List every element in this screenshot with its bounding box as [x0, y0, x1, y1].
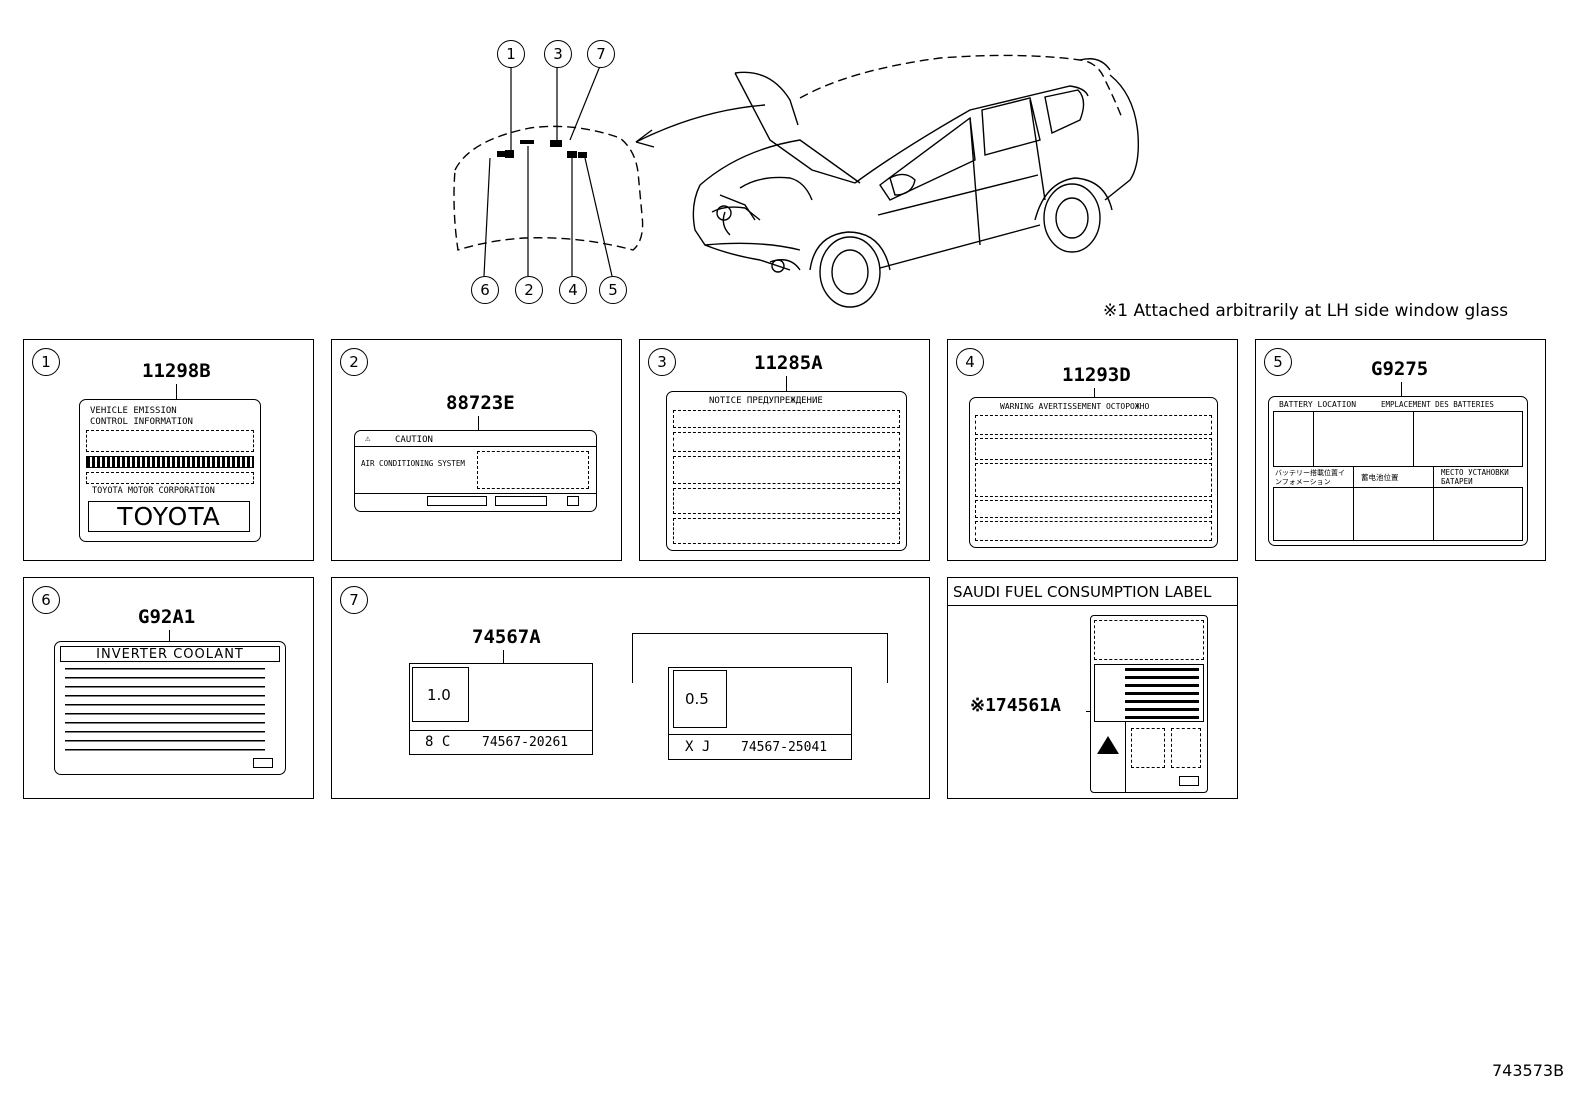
attachment-note: ※1 Attached arbitrarily at LH side windo…: [1103, 301, 1509, 321]
part-number: ※174561A: [970, 695, 1061, 716]
callout-4: 4: [559, 276, 587, 304]
panel-number: 3: [648, 348, 676, 376]
callout-3: 3: [544, 40, 572, 68]
battery-location-label: BATTERY LOCATION EMPLACEMENT DES BATTERI…: [1268, 396, 1528, 546]
panel-5: 5 G9275 BATTERY LOCATION EMPLACEMENT DES…: [1255, 339, 1546, 561]
panel-number: 6: [32, 586, 60, 614]
panel-number: 5: [1264, 348, 1292, 376]
part-number: 88723E: [446, 392, 515, 414]
label-line: TOYOTA MOTOR CORPORATION: [92, 486, 215, 496]
label-line: МЕСТО УСТАНОВКИ БАТАРЕИ: [1441, 468, 1509, 486]
panel-saudi-fuel: SAUDI FUEL CONSUMPTION LABEL ※174561A: [947, 577, 1238, 799]
warning-label: WARNING AVERTISSEMENT ОСТОРОЖНО: [969, 397, 1218, 548]
part-number: G92A1: [138, 606, 196, 628]
panel-number: 4: [956, 348, 984, 376]
illustration-id: 743573B: [1492, 1061, 1565, 1080]
variant-part-no: 74567-25041: [741, 740, 828, 755]
label-line: バッテリー搭載位置インフォメーション: [1275, 469, 1345, 486]
part-number: 11293D: [1062, 364, 1131, 386]
panel-6: 6 G92A1 INVERTER COOLANT: [23, 577, 314, 799]
label-variant-1: 1.0 8 C 74567-20261: [409, 663, 593, 755]
variant-part-no: 74567-20261: [482, 735, 569, 750]
panel-3: 3 11285A NOTICE ПРЕДУПРЕЖДЕНИЕ: [639, 339, 930, 561]
panel-7: 7 74567A 1.0 8 C 74567-20261 0.5 X J 745…: [331, 577, 930, 799]
callout-2: 2: [515, 276, 543, 304]
panel-4: 4 11293D WARNING AVERTISSEMENT ОСТОРОЖНО: [947, 339, 1238, 561]
callout-5: 5: [599, 276, 627, 304]
panel-number: 7: [340, 586, 368, 614]
label-variant-2: 0.5 X J 74567-25041: [668, 667, 852, 760]
label-line: EMPLACEMENT DES BATTERIES: [1381, 400, 1494, 409]
part-number: G9275: [1371, 358, 1429, 380]
label-line: VEHICLE EMISSION: [90, 406, 177, 416]
hood-outline: [453, 125, 644, 251]
variant-code: 8 C: [425, 734, 451, 750]
variant-value: 1.0: [427, 686, 451, 704]
label-line: WARNING AVERTISSEMENT ОСТОРОЖНО: [1000, 402, 1150, 411]
inverter-coolant-label: INVERTER COOLANT: [54, 641, 286, 775]
fuel-consumption-label: [1090, 615, 1208, 793]
callout-7: 7: [587, 40, 615, 68]
pointer-arrow: [635, 104, 766, 143]
panel-number: 2: [340, 348, 368, 376]
notice-label: NOTICE ПРЕДУПРЕЖДЕНИЕ: [666, 391, 907, 551]
emission-label: VEHICLE EMISSION CONTROL INFORMATION TOY…: [79, 399, 261, 542]
car-body: [692, 54, 1140, 308]
label-line: 蓄电池位置: [1361, 473, 1399, 482]
label-line: CONTROL INFORMATION: [90, 417, 193, 427]
panel-title: SAUDI FUEL CONSUMPTION LABEL: [953, 583, 1212, 601]
part-number: 11285A: [754, 352, 823, 374]
leader-lines: [483, 65, 613, 277]
saudi-logo-icon: [1097, 736, 1119, 754]
label-line: NOTICE ПРЕДУПРЕЖДЕНИЕ: [709, 396, 823, 406]
label-line: AIR CONDITIONING SYSTEM: [361, 459, 465, 468]
label-line: BATTERY LOCATION: [1279, 400, 1357, 409]
label-line: CAUTION: [395, 435, 433, 445]
panel-number: 1: [32, 348, 60, 376]
variant-value: 0.5: [685, 690, 709, 708]
warning-icon: ⚠: [365, 434, 371, 444]
panel-1: 1 11298B VEHICLE EMISSION CONTROL INFORM…: [23, 339, 314, 561]
part-number: 11298B: [142, 360, 211, 382]
ac-caution-label: ⚠ CAUTION AIR CONDITIONING SYSTEM: [354, 430, 597, 512]
variant-code: X J: [685, 739, 711, 755]
hood-label-markers: [497, 140, 587, 158]
bracket-line: [632, 633, 888, 683]
part-number: 74567A: [472, 626, 541, 648]
label-line: INVERTER COOLANT: [96, 647, 244, 662]
callout-1: 1: [497, 40, 525, 68]
toyota-logo-text: TOYOTA: [117, 502, 221, 531]
callout-6: 6: [471, 276, 499, 304]
panel-2: 2 88723E ⚠ CAUTION AIR CONDITIONING SYST…: [331, 339, 622, 561]
